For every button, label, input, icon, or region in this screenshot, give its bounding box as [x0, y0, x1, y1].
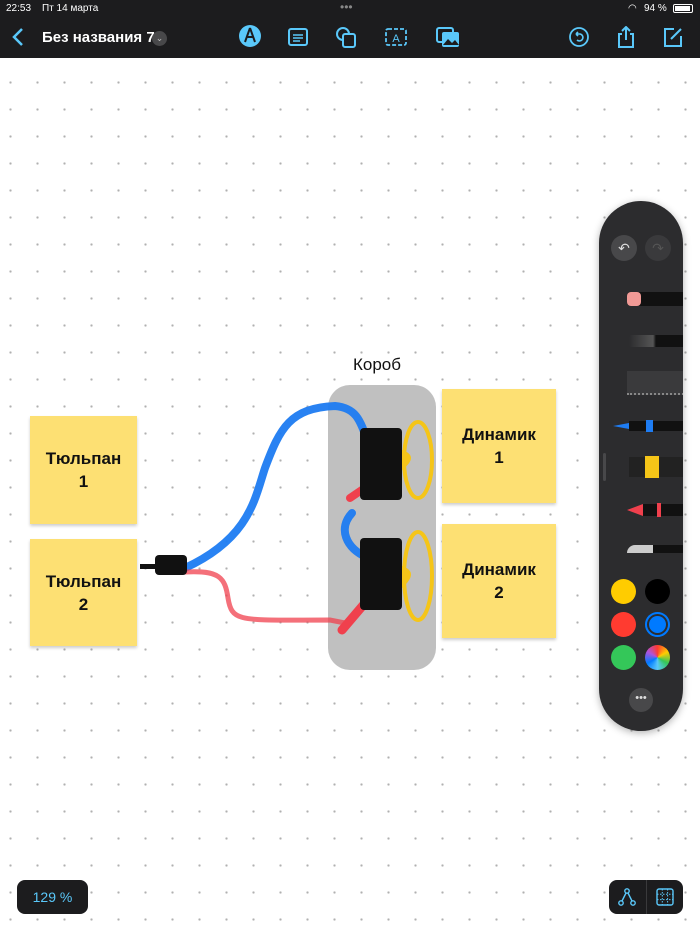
divider: [646, 880, 647, 914]
media-icon[interactable]: [436, 26, 460, 48]
color-swatch-red[interactable]: [611, 612, 636, 637]
zoom-level-button[interactable]: 129 %: [17, 880, 88, 914]
battery-level: 94 %: [644, 3, 667, 14]
sticky-note-tulip-2[interactable]: Тюльпан 2: [30, 539, 137, 646]
color-swatch-blue-selected[interactable]: [645, 612, 670, 637]
new-board-compose-icon[interactable]: [662, 26, 684, 48]
color-swatch-yellow[interactable]: [611, 579, 636, 604]
ruler-tool[interactable]: [627, 371, 683, 395]
sticky-note-speaker-1[interactable]: Динамик 1: [442, 389, 556, 503]
blue-wire: [181, 401, 372, 572]
grid-icon[interactable]: [656, 888, 674, 906]
redo-icon[interactable]: ↷: [645, 235, 671, 261]
drawing-layer[interactable]: [0, 58, 700, 928]
more-options-icon[interactable]: •••: [629, 688, 653, 712]
sticky-note-speaker-2[interactable]: Динамик 2: [442, 524, 556, 638]
color-swatch-green[interactable]: [611, 645, 636, 670]
battery-icon: [673, 4, 693, 13]
sticky-note-icon[interactable]: [287, 26, 309, 48]
marker-tool[interactable]: [629, 456, 683, 478]
palette-drag-handle[interactable]: [603, 453, 606, 481]
multitask-dots-icon[interactable]: •••: [340, 0, 353, 14]
eraser-icon: [627, 292, 641, 306]
fountain-pen-tool[interactable]: [627, 545, 683, 553]
rca-plug-drawing: [140, 555, 187, 575]
shapes-icon[interactable]: [335, 26, 357, 48]
status-time: 22:53: [6, 3, 32, 14]
speaker-1-drawing: [360, 420, 434, 500]
history-undo-icon[interactable]: [568, 26, 590, 48]
status-date: Пт 14 марта: [42, 3, 99, 14]
speaker-2-drawing: [360, 530, 434, 622]
title-chevron-down-icon[interactable]: ⌄: [152, 31, 167, 46]
lasso-tool[interactable]: [629, 335, 683, 347]
board-canvas[interactable]: Тюльпан 1 Тюльпан 2 Динамик 1 Динамик 2 …: [0, 58, 700, 928]
connection-points-icon[interactable]: [618, 888, 636, 906]
share-icon[interactable]: [615, 26, 637, 48]
document-title[interactable]: Без названия 7: [42, 29, 155, 46]
undo-icon[interactable]: ↶: [611, 235, 637, 261]
sticky-note-tulip-1[interactable]: Тюльпан 1: [30, 416, 137, 524]
pen-tool[interactable]: [613, 420, 683, 432]
markup-pen-icon[interactable]: [238, 24, 262, 48]
color-wheel-icon[interactable]: [645, 645, 670, 670]
wifi-icon: ◠: [628, 3, 637, 14]
back-chevron-icon[interactable]: [8, 26, 30, 48]
box-label[interactable]: Короб: [353, 355, 402, 374]
top-toolbar: 22:53 Пт 14 марта ••• ◠ 94 % Без названи…: [0, 0, 700, 58]
crayon-tool[interactable]: [627, 503, 683, 517]
eraser-tool[interactable]: [627, 292, 683, 306]
tool-palette: ↶ ↷ •••: [599, 201, 683, 731]
bottom-right-controls: [609, 880, 683, 914]
svg-text:A: A: [392, 33, 400, 45]
text-box-icon[interactable]: A: [385, 26, 407, 48]
color-swatch-black[interactable]: [645, 579, 670, 604]
